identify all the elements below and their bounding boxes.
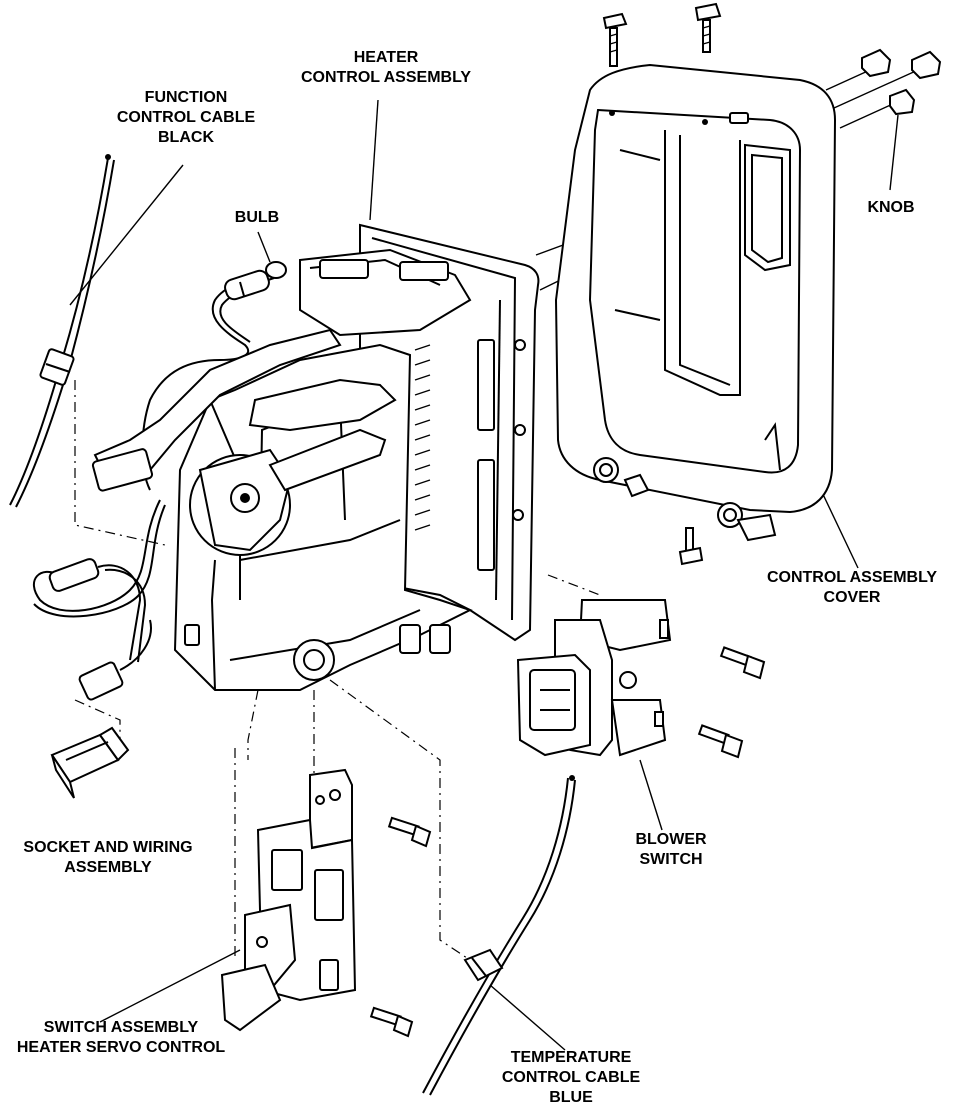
- leader-knob: [889, 114, 899, 191]
- label-control-assembly-cover: CONTROL ASSEMBLY COVER: [766, 569, 938, 606]
- control-assembly-cover: [554, 63, 837, 542]
- knobs: [861, 48, 942, 116]
- leader-cover: [819, 487, 859, 569]
- leader-lines: [69, 99, 899, 1051]
- leader-function-cable: [69, 164, 184, 306]
- leader-blower: [639, 759, 663, 831]
- screws-top: [602, 2, 722, 67]
- leader-temp-cable: [489, 984, 566, 1051]
- label-function-control-cable: FUNCTION CONTROL CABLE BLACK: [116, 89, 256, 146]
- temperature-control-cable: [422, 775, 576, 1096]
- blower-switch-assembly: [516, 599, 672, 757]
- screws-servo: [369, 816, 432, 1038]
- label-temperature-control-cable: TEMPERATURE CONTROL CABLE BLUE: [501, 1049, 641, 1106]
- leader-heater-control: [369, 99, 379, 221]
- label-heater-control-assembly: HEATER CONTROL ASSEMBLY: [300, 49, 472, 86]
- label-knob: KNOB: [867, 199, 915, 216]
- switch-assembly-servo: [220, 768, 357, 1032]
- heater-control-assembly: [91, 223, 540, 691]
- label-bulb: BULB: [234, 209, 280, 226]
- label-switch-assembly-servo: SWITCH ASSEMBLY HEATER SERVO CONTROL: [16, 1019, 226, 1056]
- leader-bulb: [257, 231, 271, 263]
- label-socket-wiring-assembly: SOCKET AND WIRING ASSEMBLY: [23, 839, 193, 876]
- screw-cover: [678, 527, 704, 566]
- leader-servo: [99, 949, 241, 1023]
- fins: [414, 344, 431, 531]
- label-blower-switch: BLOWER SWITCH: [635, 831, 707, 868]
- function-control-cable: [9, 154, 115, 508]
- socket-wiring: [33, 499, 166, 799]
- screws-blower: [697, 646, 766, 759]
